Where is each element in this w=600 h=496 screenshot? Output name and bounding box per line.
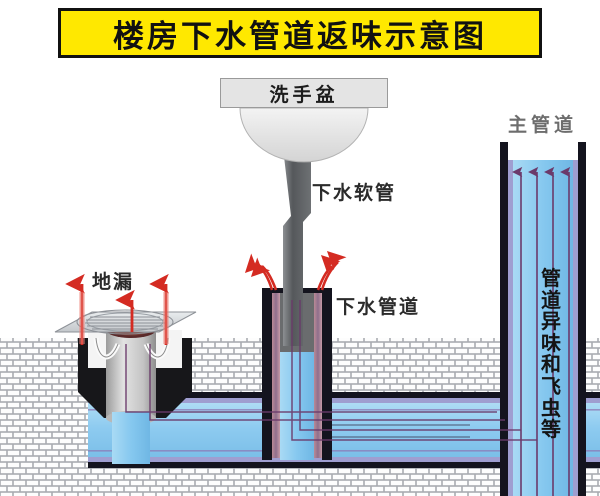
page-title: 楼房下水管道返味示意图 bbox=[113, 18, 487, 55]
main-stack-odor-arrows bbox=[512, 166, 571, 496]
floor-drain-odor-arrows bbox=[65, 273, 169, 345]
washbasin-bowl bbox=[239, 107, 369, 163]
vertical-text-char: 虫 bbox=[541, 395, 561, 420]
flexible-drain-hose bbox=[283, 148, 311, 346]
washbasin-label: 洗手盆 bbox=[269, 83, 339, 106]
brick-island bbox=[100, 472, 520, 496]
label-floor-drain: 地漏 bbox=[92, 271, 135, 293]
vertical-text-char: 管 bbox=[541, 266, 561, 290]
vertical-text-char: 等 bbox=[541, 417, 561, 442]
vertical-text-char: 异 bbox=[541, 309, 561, 334]
branch-odor-flow-lines bbox=[125, 300, 537, 441]
vertical-text-char: 味 bbox=[541, 330, 561, 355]
label-drain-hose: 下水软管 bbox=[312, 182, 397, 204]
drain-pipe-odor-arrows bbox=[244, 250, 347, 291]
label-drain-pipe: 下水管道 bbox=[336, 296, 421, 318]
washbasin-top-plate: 洗手盆 bbox=[220, 78, 388, 108]
vertical-text-char: 道 bbox=[541, 287, 561, 312]
floor-drain-odor-arrow-glow bbox=[79, 292, 169, 344]
title-banner: 楼房下水管道返味示意图 bbox=[58, 8, 542, 58]
main-pipe-vertical-text: 管道异味和飞虫等 bbox=[538, 266, 564, 442]
vertical-text-char: 和 bbox=[541, 352, 561, 377]
vertical-text-char: 飞 bbox=[541, 373, 561, 398]
label-main-pipe: 主管道 bbox=[508, 114, 578, 136]
main-stack-pipe bbox=[500, 142, 586, 496]
